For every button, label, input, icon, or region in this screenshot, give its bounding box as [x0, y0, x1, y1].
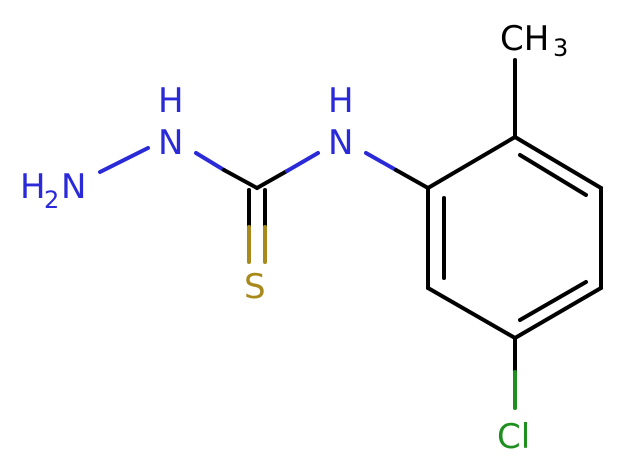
ring-bond-1-2	[426, 135, 517, 190]
svg-text:S: S	[244, 267, 266, 307]
bond-nh2-nh	[98, 146, 150, 174]
bond-nh-c-black	[222, 168, 259, 190]
atom-nh-left: H N	[158, 81, 184, 163]
svg-text:H: H	[20, 167, 46, 207]
svg-text:CH: CH	[500, 19, 549, 59]
ring-inner-2-3	[518, 153, 588, 197]
bond-nh-ring-blue	[364, 151, 398, 172]
bond-c-nh-black	[255, 169, 289, 190]
atom-chlorine: Cl	[497, 417, 530, 457]
svg-text:H: H	[328, 81, 354, 121]
bond-nh-ring-black	[394, 168, 430, 190]
bond-nh-c-blue	[194, 151, 226, 172]
bond-c-nh-blue	[285, 151, 320, 173]
atom-nh-right: H N	[328, 81, 354, 163]
ring-bond-5-6	[426, 286, 517, 340]
svg-text:2: 2	[44, 186, 59, 214]
atom-methyl: CH 3	[500, 19, 568, 62]
svg-text:N: N	[158, 123, 183, 163]
atom-sulfur: S	[244, 267, 266, 307]
svg-text:N: N	[328, 123, 353, 163]
svg-text:N: N	[61, 167, 86, 207]
svg-text:3: 3	[553, 34, 568, 62]
ring-bond-2-3	[513, 135, 603, 190]
svg-text:H: H	[158, 81, 184, 121]
ring-bond-4-5	[513, 286, 603, 340]
svg-text:Cl: Cl	[497, 417, 530, 457]
ring-inner-4-5	[518, 280, 588, 322]
atom-nh2: H 2 N	[20, 167, 86, 214]
